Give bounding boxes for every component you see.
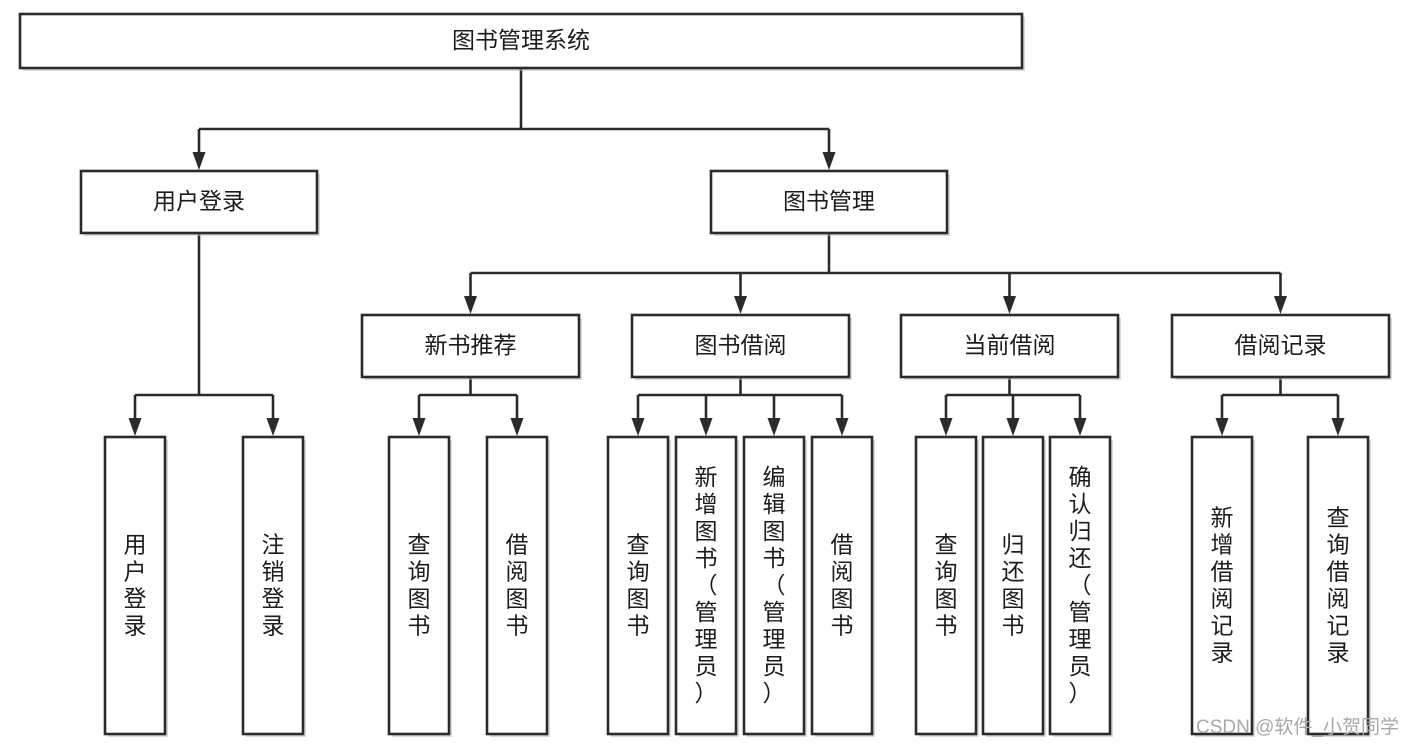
node-label: 新增借阅记录 bbox=[1211, 505, 1234, 666]
node-book-borrow[interactable]: 图书借阅 bbox=[630, 313, 852, 380]
node-box[interactable] bbox=[241, 435, 305, 736]
node-box[interactable] bbox=[1170, 313, 1391, 379]
node-label: 借阅记录 bbox=[1235, 332, 1327, 358]
node-new-book-rec[interactable]: 新书推荐 bbox=[360, 313, 582, 380]
node-box[interactable] bbox=[981, 435, 1045, 736]
node-label: 借阅图书 bbox=[506, 532, 529, 639]
node-box[interactable] bbox=[1306, 435, 1370, 736]
node-root[interactable]: 图书管理系统 bbox=[18, 12, 1025, 71]
node-box[interactable] bbox=[810, 435, 874, 736]
arrow-head-icon bbox=[835, 418, 849, 436]
node-box[interactable] bbox=[899, 313, 1120, 379]
arrow-head-icon bbox=[1331, 418, 1345, 436]
arrow-head-icon bbox=[128, 418, 142, 436]
node-box[interactable] bbox=[914, 435, 978, 736]
arrow-head-icon bbox=[1073, 418, 1087, 436]
node-leaf-user-login[interactable]: 用户登录 bbox=[103, 435, 168, 737]
node-box[interactable] bbox=[360, 313, 581, 379]
node-box[interactable] bbox=[606, 435, 670, 736]
node-leaf-cur-confirm[interactable]: 确认归还（管理员） bbox=[1048, 435, 1113, 737]
arrow-head-icon bbox=[699, 418, 713, 436]
node-box[interactable] bbox=[1190, 435, 1254, 736]
node-label: 用户登录 bbox=[153, 188, 245, 214]
node-label: 新书推荐 bbox=[425, 332, 517, 358]
node-label: 注销登录 bbox=[262, 532, 285, 639]
node-box[interactable] bbox=[742, 435, 806, 736]
node-box[interactable] bbox=[79, 169, 319, 235]
arrow-head-icon bbox=[631, 418, 645, 436]
node-book-manage[interactable]: 图书管理 bbox=[709, 169, 950, 236]
node-label: 图书管理系统 bbox=[452, 27, 590, 53]
connector-layer bbox=[128, 68, 1345, 436]
node-leaf-cur-return[interactable]: 归还图书 bbox=[981, 435, 1046, 737]
node-label: 查询图书 bbox=[627, 532, 650, 639]
arrow-head-icon bbox=[1006, 418, 1020, 436]
arrow-head-icon bbox=[734, 296, 747, 314]
node-leaf-borrow-add[interactable]: 新增图书（管理员） bbox=[674, 435, 739, 737]
arrow-head-icon bbox=[266, 418, 280, 436]
node-label: 借阅图书 bbox=[831, 532, 854, 639]
node-box[interactable] bbox=[387, 435, 451, 736]
node-current-borrow[interactable]: 当前借阅 bbox=[899, 313, 1121, 380]
node-label: 查询图书 bbox=[408, 532, 431, 639]
node-label: 查询借阅记录 bbox=[1327, 505, 1350, 666]
node-box[interactable] bbox=[18, 12, 1024, 70]
node-layer: 图书管理系统用户登录图书管理新书推荐图书借阅当前借阅借阅记录用户登录注销登录查询… bbox=[18, 12, 1392, 737]
node-label: 确认归还（管理员） bbox=[1069, 464, 1092, 706]
node-leaf-borrow-edit[interactable]: 编辑图书（管理员） bbox=[742, 435, 807, 737]
arrow-head-icon bbox=[510, 418, 524, 436]
node-label: 归还图书 bbox=[1002, 532, 1025, 639]
node-leaf-borrow-do[interactable]: 借阅图书 bbox=[810, 435, 875, 737]
node-box[interactable] bbox=[674, 435, 738, 736]
node-leaf-rec-borrow[interactable]: 借阅图书 bbox=[485, 435, 550, 737]
node-leaf-rec-search[interactable]: 查询借阅记录 bbox=[1306, 435, 1371, 737]
arrow-head-icon bbox=[939, 418, 953, 436]
node-leaf-rec-query[interactable]: 查询图书 bbox=[387, 435, 452, 737]
arrow-head-icon bbox=[412, 418, 426, 436]
node-label: 当前借阅 bbox=[964, 332, 1056, 358]
arrow-head-icon bbox=[822, 152, 836, 170]
node-leaf-cur-query[interactable]: 查询图书 bbox=[914, 435, 979, 737]
node-leaf-borrow-query[interactable]: 查询图书 bbox=[606, 435, 671, 737]
node-user-login[interactable]: 用户登录 bbox=[79, 169, 320, 236]
node-box[interactable] bbox=[485, 435, 549, 736]
node-label: 图书管理 bbox=[783, 188, 875, 214]
node-box[interactable] bbox=[709, 169, 949, 235]
node-label: 用户登录 bbox=[124, 532, 147, 639]
node-label: 新增图书（管理员） bbox=[695, 464, 718, 706]
node-leaf-rec-add[interactable]: 新增借阅记录 bbox=[1190, 435, 1255, 737]
node-label: 编辑图书（管理员） bbox=[763, 464, 786, 706]
node-box[interactable] bbox=[103, 435, 167, 736]
csdn-watermark: CSDN @软件_小贺同学 bbox=[1196, 716, 1399, 738]
arrow-head-icon bbox=[1215, 418, 1229, 436]
arrow-head-icon bbox=[1003, 296, 1016, 314]
arrow-head-icon bbox=[767, 418, 781, 436]
node-box[interactable] bbox=[630, 313, 851, 379]
arrow-head-icon bbox=[192, 152, 206, 170]
node-label: 图书借阅 bbox=[695, 332, 787, 358]
node-box[interactable] bbox=[1048, 435, 1112, 736]
node-label: 查询图书 bbox=[935, 532, 958, 639]
node-borrow-record[interactable]: 借阅记录 bbox=[1170, 313, 1392, 380]
node-leaf-user-logout[interactable]: 注销登录 bbox=[241, 435, 306, 737]
arrow-head-icon bbox=[1274, 296, 1287, 314]
arrow-head-icon bbox=[464, 296, 477, 314]
